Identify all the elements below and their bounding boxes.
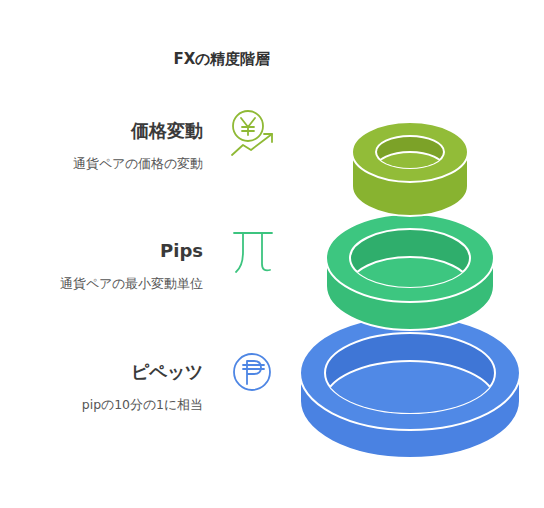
level-description: 通貨ペアの最小変動単位 (60, 276, 203, 292)
level-description: 通貨ペアの価格の変動 (73, 156, 203, 172)
level-item: ピペッツ pipの10分の1に相当 (82, 361, 203, 413)
green-ring (326, 214, 494, 330)
level-description: pipの10分の1に相当 (82, 397, 203, 413)
peso-icon (234, 354, 270, 390)
level-heading: Pips (60, 240, 203, 262)
lime-ring (352, 122, 468, 216)
level-heading: ピペッツ (82, 361, 203, 383)
blue-ring (300, 316, 520, 458)
pi-icon (234, 233, 272, 272)
level-item: 価格変動通貨ペアの価格の変動 (73, 120, 203, 172)
level-item: Pips 通貨ペアの最小変動単位 (60, 240, 203, 292)
diagram-title: FXの精度階層 (174, 50, 271, 69)
yen-trend-icon (232, 111, 272, 155)
level-heading: 価格変動 (73, 120, 203, 142)
